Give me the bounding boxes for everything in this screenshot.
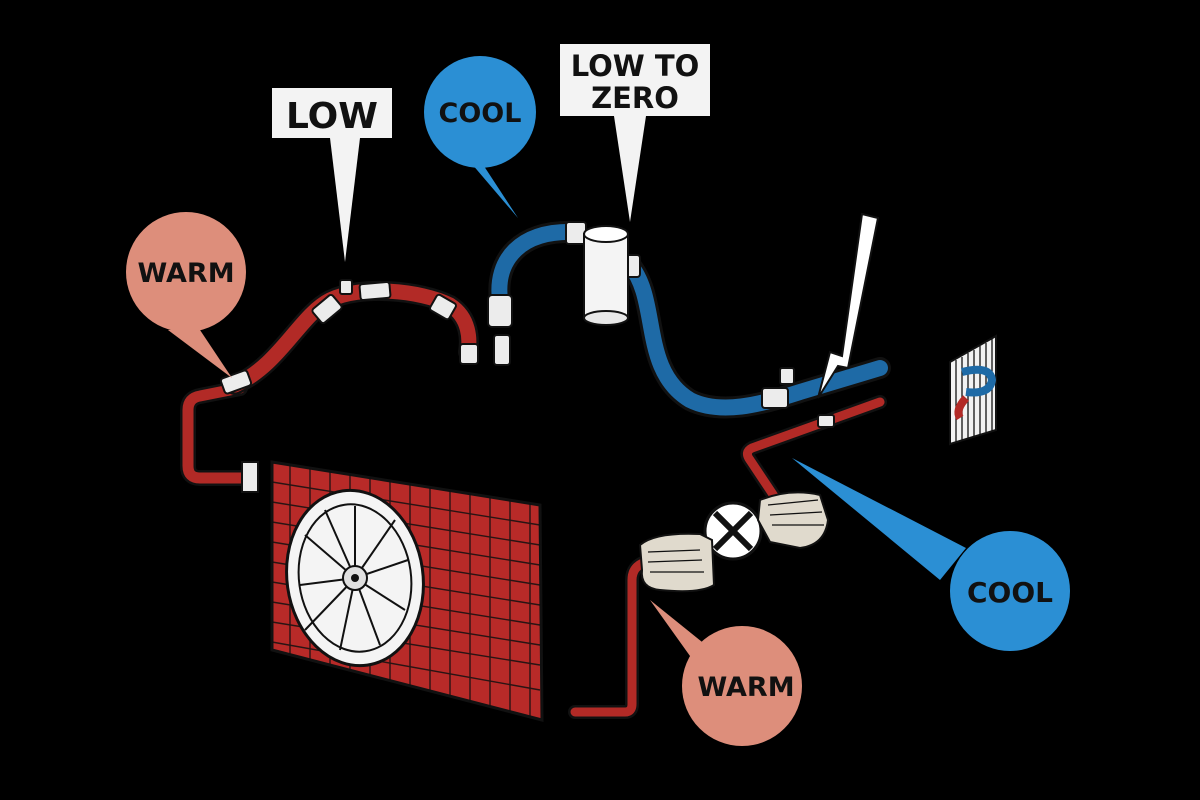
hose-fittings (219, 279, 479, 395)
evaporator (949, 334, 997, 446)
low-label: LOW (286, 96, 378, 137)
warm-callout-bottom: WARM (650, 600, 802, 746)
low-to-zero-label-line2: ZERO (591, 81, 679, 115)
expansion-valve (703, 501, 763, 561)
warm-callout-top: WARM (126, 212, 246, 378)
low-to-zero-callout: LOW TO ZERO (560, 44, 710, 222)
compressor-fitting (493, 334, 511, 366)
cool-callout-top: COOL (424, 56, 536, 218)
hand-right-icon (756, 491, 830, 550)
cool-label-bottom: COOL (967, 576, 1053, 609)
warm-label-bottom: WARM (697, 672, 794, 703)
low-callout: LOW (272, 88, 392, 262)
cool-label-top: COOL (439, 98, 522, 129)
accumulator (583, 225, 629, 326)
cool-callout-bottom: COOL (792, 458, 1070, 651)
low-to-zero-label-line1: LOW TO (571, 49, 700, 83)
fan (285, 488, 425, 668)
hand-left-icon (638, 532, 716, 593)
arrow-icon (817, 212, 880, 399)
warm-label-top: WARM (137, 258, 234, 289)
